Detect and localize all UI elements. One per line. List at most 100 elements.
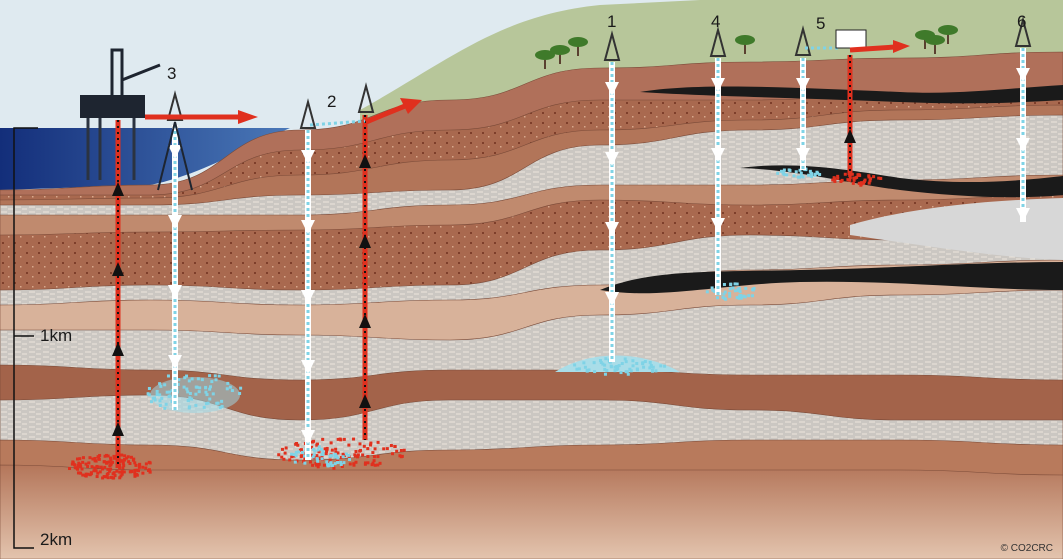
co2-dot — [753, 287, 756, 290]
co2-dot — [156, 393, 159, 396]
co2-dot — [631, 359, 634, 362]
gas-dot — [353, 453, 356, 456]
co2-dot — [153, 396, 156, 399]
gas-dot — [107, 454, 110, 457]
gas-dot — [300, 455, 303, 458]
co2-dot — [188, 379, 191, 382]
gas-dot — [374, 447, 377, 450]
gas-dot — [836, 175, 839, 178]
co2-dot — [586, 369, 589, 372]
co2-dot — [644, 360, 647, 363]
depth-1km: 1km — [40, 326, 72, 346]
co2-dot — [210, 380, 213, 383]
gas-dot — [95, 460, 98, 463]
gas-dot — [144, 467, 147, 470]
gas-dot — [118, 476, 121, 479]
gas-dot — [343, 438, 346, 441]
co2-dot — [167, 374, 170, 377]
gas-dot — [311, 464, 314, 467]
gas-dot — [277, 453, 280, 456]
co2-dot — [312, 448, 315, 451]
co2-dot — [321, 457, 324, 460]
gas-dot — [141, 466, 144, 469]
gas-dot — [833, 177, 836, 180]
gas-dot — [130, 456, 133, 459]
co2-dot — [800, 172, 803, 175]
gas-dot — [376, 455, 379, 458]
gas-dot — [366, 455, 369, 458]
gas-dot — [361, 453, 364, 456]
co2-dot — [654, 369, 657, 372]
co2-dot — [159, 385, 162, 388]
rock-layer — [0, 465, 1063, 559]
gas-dot — [331, 449, 334, 452]
co2-dot — [814, 173, 817, 176]
co2-dot — [722, 296, 725, 299]
co2-dot — [214, 374, 217, 377]
co2-dot — [648, 366, 651, 369]
gas-dot — [844, 173, 847, 176]
gas-dot — [104, 455, 107, 458]
co2-dot — [601, 363, 604, 366]
co2-dot — [188, 405, 191, 408]
gas-dot — [325, 448, 328, 451]
co2-dot — [196, 386, 199, 389]
pipeline — [850, 47, 895, 50]
co2-dot — [711, 289, 714, 292]
co2-dot — [201, 378, 204, 381]
gas-dot — [99, 470, 102, 473]
well-label-3: 3 — [167, 64, 176, 84]
co2-dot — [625, 360, 628, 363]
co2-dot — [317, 448, 320, 451]
gas-dot — [113, 457, 116, 460]
gas-dot — [347, 444, 350, 447]
gas-dot — [138, 466, 141, 469]
co2-dot — [159, 404, 162, 407]
co2-dot — [198, 386, 201, 389]
gas-dot — [318, 463, 321, 466]
gas-dot — [91, 465, 94, 468]
gas-dot — [68, 467, 71, 470]
co2-dot — [204, 386, 207, 389]
co2-dot — [150, 400, 153, 403]
gas-dot — [391, 452, 394, 455]
gas-dot — [137, 469, 140, 472]
tree-icon — [568, 37, 588, 47]
co2-dot — [331, 464, 334, 467]
co2-dot — [593, 370, 596, 373]
gas-dot — [869, 177, 872, 180]
gas-dot — [77, 462, 80, 465]
gas-dot — [98, 458, 101, 461]
well-label-4: 4 — [711, 12, 720, 32]
co2-dot — [190, 398, 193, 401]
co2-dot — [807, 174, 810, 177]
gas-dot — [852, 182, 855, 185]
gas-dot — [315, 454, 318, 457]
gas-dot — [129, 470, 132, 473]
co2-dot — [329, 455, 332, 458]
gas-dot — [839, 180, 842, 183]
gas-dot — [294, 443, 297, 446]
gas-dot — [353, 464, 356, 467]
power-plant-icon — [836, 30, 866, 48]
gas-dot — [103, 460, 106, 463]
gas-dot — [82, 456, 85, 459]
gas-dot — [71, 460, 74, 463]
copyright: © CO2CRC — [1001, 543, 1053, 554]
gas-dot — [358, 442, 361, 445]
co2-dot — [795, 170, 798, 173]
co2-dot — [163, 407, 166, 410]
co2-dot — [186, 390, 189, 393]
gas-dot — [877, 177, 880, 180]
co2-dot — [163, 383, 166, 386]
gas-dot — [285, 446, 288, 449]
co2-dot — [218, 374, 221, 377]
gas-dot — [89, 473, 92, 476]
gas-dot — [88, 456, 91, 459]
gas-dot — [123, 458, 126, 461]
gas-dot — [106, 473, 109, 476]
gas-dot — [282, 458, 285, 461]
co2-dot — [185, 388, 188, 391]
gas-dot — [122, 464, 125, 467]
gas-dot — [136, 474, 139, 477]
